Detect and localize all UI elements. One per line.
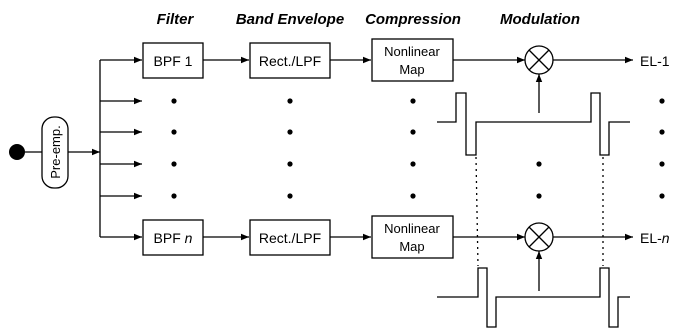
ellipsis-dot — [171, 129, 177, 135]
ellipsis-dot — [171, 161, 177, 167]
ch1-pulse-train — [437, 92, 630, 156]
ch1-envelope-box — [249, 42, 331, 79]
channel-1: BPF 1 Rect./LPF Nonlinear Map EL-1 — [142, 38, 670, 156]
ch1-output-label: EL-1 — [640, 53, 670, 69]
ellipsis-dot — [659, 129, 665, 135]
ch1-compression-line1: Nonlinear — [384, 44, 440, 59]
ellipsis-dot — [659, 193, 665, 199]
preemphasis-label: Pre-emp. — [48, 125, 63, 178]
ellipsis-dot — [287, 161, 293, 167]
ellipsis-dot — [410, 129, 416, 135]
chn-compression-line2: Map — [399, 239, 424, 254]
header-band-envelope: Band Envelope — [236, 11, 344, 28]
chn-envelope-label: Rect./LPF — [259, 230, 321, 246]
ellipsis-dot — [410, 193, 416, 199]
ellipsis-dot — [287, 193, 293, 199]
channel-n: BPF n Rect./LPF Nonlinear Map EL-n — [142, 215, 670, 328]
ellipsis-dot — [171, 98, 177, 104]
ellipsis-dot — [410, 161, 416, 167]
timing-dotted-line-left — [475, 156, 479, 267]
ellipsis-dots — [171, 98, 665, 199]
ellipsis-dot — [287, 98, 293, 104]
header-filter: Filter — [157, 11, 195, 28]
ellipsis-dot — [171, 193, 177, 199]
bpf-n-label: BPF n — [154, 230, 193, 246]
ch1-envelope-label: Rect./LPF — [259, 53, 321, 69]
ch1-compression-box — [371, 38, 454, 82]
bpf-1-label: BPF 1 — [154, 53, 193, 69]
bpf-n-box — [142, 219, 204, 256]
bpf-1-box — [142, 42, 204, 79]
ellipsis-dot — [287, 129, 293, 135]
ellipsis-dot — [536, 193, 542, 199]
input-node — [9, 144, 25, 160]
ch1-multiplier-cross-b — [528, 49, 550, 71]
chn-pulse-train — [437, 267, 630, 328]
ellipsis-dot — [659, 161, 665, 167]
chn-compression-line1: Nonlinear — [384, 221, 440, 236]
ellipsis-dot — [536, 161, 542, 167]
ch1-compression-line2: Map — [399, 62, 424, 77]
ellipsis-dot — [659, 98, 665, 104]
header-compression: Compression — [365, 11, 461, 28]
header-modulation: Modulation — [500, 11, 580, 28]
chn-envelope-box — [249, 219, 331, 256]
chn-output-label: EL-n — [640, 230, 670, 246]
ellipsis-dot — [410, 98, 416, 104]
chn-multiplier-cross-b — [528, 226, 550, 248]
